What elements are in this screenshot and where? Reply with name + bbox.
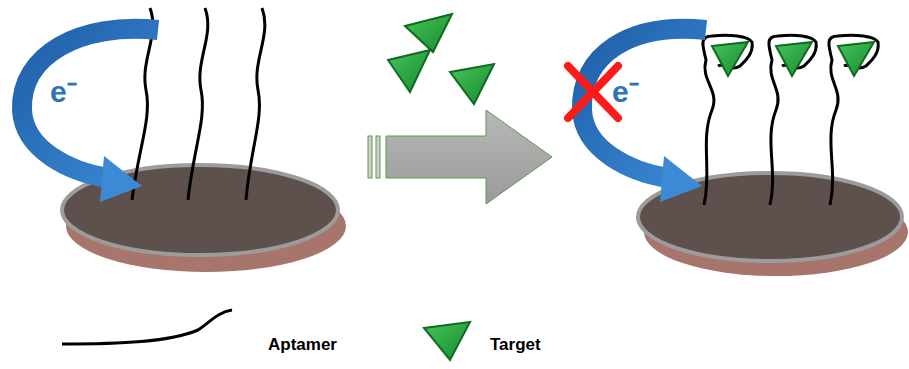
legend-triangle-sample [424, 322, 470, 360]
legend-text: Target [490, 335, 541, 355]
electron-arrow [582, 29, 706, 202]
legend-line-sample [62, 310, 232, 344]
electron-label: e⁻ [50, 70, 77, 111]
aptamer-target-complex [703, 35, 878, 205]
blocked-cross [568, 66, 618, 118]
electron-label: e⁻ [612, 70, 639, 111]
target-molecules [388, 14, 494, 104]
process-arrow [368, 110, 552, 204]
legend-text: Aptamer [268, 335, 337, 355]
electron-arrow [22, 29, 158, 202]
